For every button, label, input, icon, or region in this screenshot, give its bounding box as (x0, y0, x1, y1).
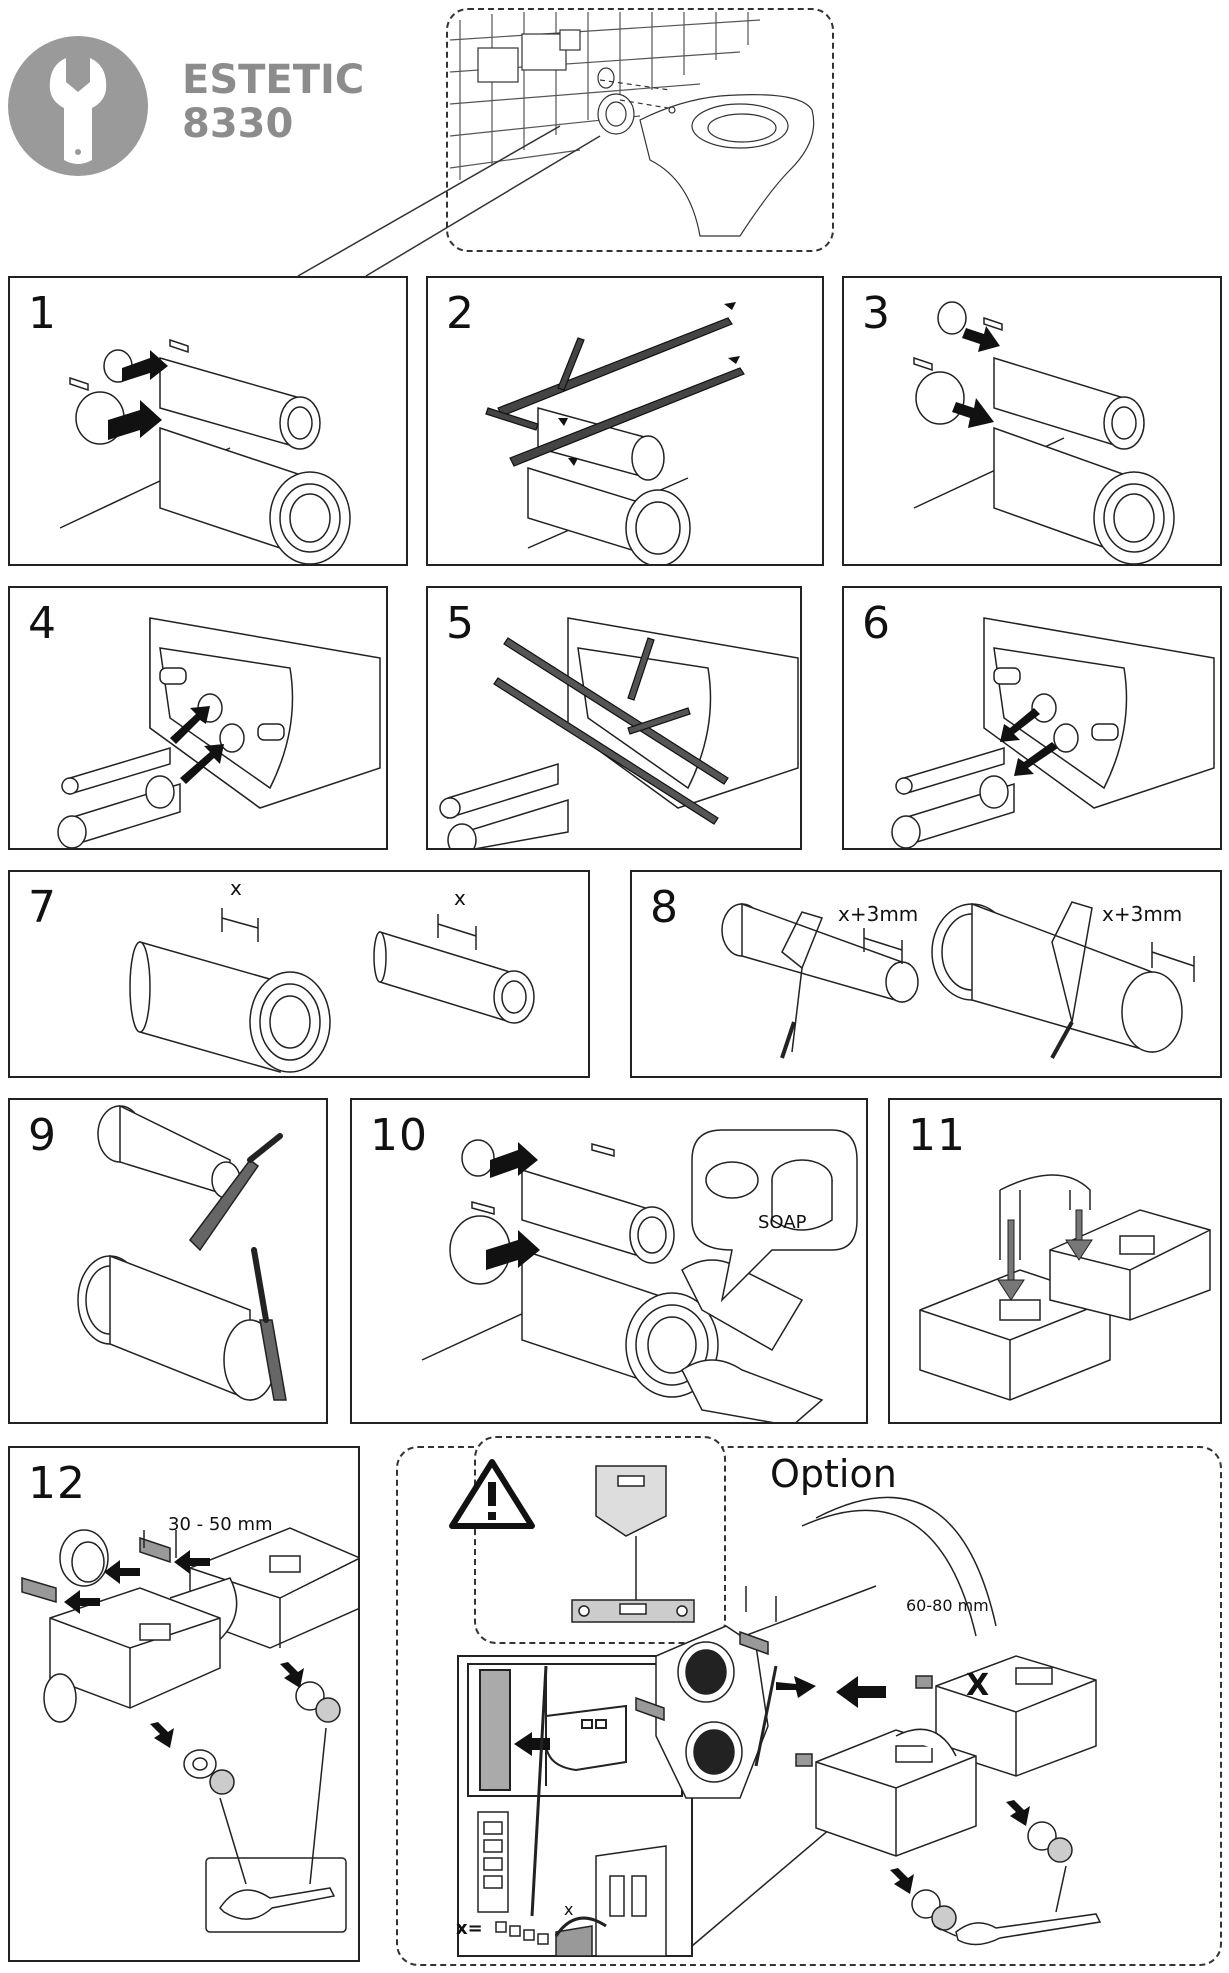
step-panel-8: 8 x+3mm x+3mm (630, 870, 1222, 1078)
step-panel-4: 4 (8, 586, 388, 850)
step-panel-3: 3 (842, 276, 1222, 566)
label-x-plus-3mm: x+3mm (1102, 902, 1183, 926)
step-panel-10: 10 SOAP (350, 1098, 868, 1424)
overview-illustration (297, 12, 815, 277)
step-1-illustration (59, 338, 351, 564)
step-4-illustration (57, 617, 381, 848)
step-number: 8 (650, 882, 679, 933)
option-illustration (449, 1459, 1102, 1957)
step-10-illustration (421, 1129, 858, 1422)
step-panel-7: 7 x x (8, 870, 590, 1078)
step-number: 9 (28, 1110, 57, 1161)
warning-icon (449, 1459, 535, 1529)
step-number: 11 (908, 1110, 966, 1161)
label-x-plus-3mm: x+3mm (838, 902, 919, 926)
label-x: x (230, 876, 242, 900)
x-equals-label: x= (456, 1918, 483, 1939)
step-panel-12: 12 30 - 50 mm (8, 1446, 360, 1962)
step-9-illustration (77, 1104, 287, 1402)
range-label-30-50: 30 - 50 mm (168, 1514, 273, 1535)
step-panel-11: 11 (888, 1098, 1222, 1424)
label-x: x (564, 1900, 574, 1919)
step-panel-1: 1 (8, 276, 408, 566)
step-panel-2: 2 (426, 276, 824, 566)
big-x-label: X (966, 1668, 990, 1703)
brand-line2: 8330 (182, 101, 294, 147)
brand-line1: ESTETIC (182, 57, 365, 103)
step-number: 5 (446, 598, 475, 649)
option-title: Option (770, 1452, 897, 1496)
label-x: x (454, 886, 466, 910)
step-number: 12 (28, 1458, 86, 1509)
step-5-illustration (439, 617, 799, 848)
step-number: 7 (28, 882, 57, 933)
step-8-illustration (721, 901, 1195, 1059)
brand-badge (8, 36, 148, 176)
step-2-illustration (485, 302, 745, 564)
step-3-illustration (913, 301, 1175, 564)
step-12-illustration (21, 1527, 358, 1933)
step-number: 10 (370, 1110, 428, 1161)
step-number: 4 (28, 598, 57, 649)
step-7-illustration (129, 908, 535, 1073)
wrench-icon (49, 58, 107, 164)
step-number: 3 (862, 288, 891, 339)
option-frame (396, 1446, 1222, 1966)
range-label-60-80: 60-80 mm (906, 1596, 989, 1615)
step-number: 2 (446, 288, 475, 339)
step-panel-9: 9 (8, 1098, 328, 1424)
brand-title: ESTETIC 8330 (182, 58, 364, 146)
soap-label: SOAP (758, 1212, 807, 1233)
step-panel-5: 5 (426, 586, 802, 850)
step-11-illustration (919, 1174, 1211, 1401)
step-6-illustration (891, 617, 1215, 848)
overview-frame (446, 8, 834, 252)
step-panel-6: 6 (842, 586, 1222, 850)
step-number: 1 (28, 288, 57, 339)
step-number: 6 (862, 598, 891, 649)
